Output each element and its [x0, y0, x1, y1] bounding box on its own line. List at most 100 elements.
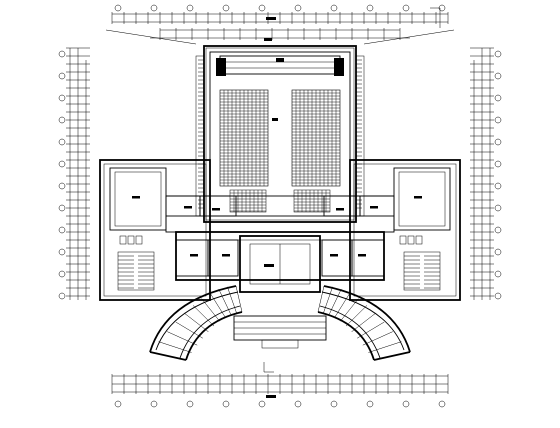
room-label-mark	[414, 196, 422, 199]
axis-bubble	[494, 292, 502, 300]
axis-bubble	[58, 270, 66, 278]
toilet-stall	[119, 235, 127, 245]
toilet-stall	[399, 235, 407, 245]
curved-front-wing	[149, 285, 411, 361]
room-label-mark	[330, 254, 338, 257]
axis-bubble	[114, 400, 122, 408]
axis-bubble	[438, 400, 446, 408]
wing-division	[158, 341, 192, 353]
axis-bubble	[222, 4, 230, 12]
room-label-mark	[184, 206, 192, 209]
axis-bubble	[494, 270, 502, 278]
axis-bubble	[258, 4, 266, 12]
side-dimension-ticks	[66, 47, 494, 297]
toilet-stall	[415, 235, 423, 245]
hall-label-mark	[264, 38, 272, 41]
axis-bubble	[58, 72, 66, 80]
axis-bubble	[186, 400, 194, 408]
bottom-dimension-ticks	[111, 374, 449, 394]
room	[359, 195, 395, 217]
seat-rows-right	[292, 90, 340, 186]
wing-division	[201, 298, 220, 322]
room-label-mark	[190, 254, 198, 257]
room	[321, 239, 353, 277]
wing-division	[340, 298, 359, 322]
wing-division	[149, 351, 187, 361]
axis-bubble	[330, 400, 338, 408]
axis-bubble	[494, 248, 502, 256]
axis-bubble	[58, 204, 66, 212]
axis-bubble	[494, 204, 502, 212]
top-dimension-label-mark	[266, 17, 276, 20]
left-wing-walls	[99, 159, 211, 301]
axis-bubble	[294, 4, 302, 12]
axis-bubble	[58, 292, 66, 300]
stair-box	[403, 251, 441, 291]
room	[175, 239, 209, 277]
wing-division	[357, 321, 385, 339]
axis-bubble	[330, 4, 338, 12]
wing-division	[323, 286, 333, 313]
seat-rows-front-right	[294, 190, 330, 212]
stair-box	[117, 251, 155, 291]
room-label-mark	[336, 208, 344, 211]
axis-bubble	[58, 50, 66, 58]
wing-division	[351, 313, 376, 332]
stage-area	[216, 55, 344, 76]
wing-division	[235, 285, 243, 313]
axis-bubble	[58, 116, 66, 124]
wing-division	[345, 305, 368, 327]
axis-bubble	[222, 400, 230, 408]
wing-division	[192, 305, 215, 327]
wing-division	[317, 285, 325, 313]
axis-bubble	[494, 182, 502, 190]
axis-bubble	[150, 4, 158, 12]
axis-bubble	[494, 94, 502, 102]
room-label-mark	[222, 254, 230, 257]
curved-wing-divisions	[149, 285, 411, 361]
toilet-stall	[135, 235, 143, 245]
room-label-mark	[370, 206, 378, 209]
axis-bubble	[494, 226, 502, 234]
wing-corner-stairs	[117, 251, 441, 291]
wing-division	[328, 289, 342, 315]
wing-division	[368, 341, 402, 353]
axis-bubble	[58, 94, 66, 102]
lobby-rooms	[165, 195, 395, 277]
room	[165, 195, 201, 217]
grid-axis-bubbles	[58, 4, 502, 408]
seating-front-left	[229, 189, 267, 213]
axis-bubble	[186, 4, 194, 12]
axis-bubble	[494, 116, 502, 124]
wing-division	[227, 286, 237, 313]
seating-front-right	[293, 189, 331, 213]
axis-bubble	[58, 182, 66, 190]
axis-bubble	[58, 138, 66, 146]
axis-bubble	[114, 4, 122, 12]
room-label-mark	[212, 208, 220, 211]
seat-rows-left	[220, 90, 268, 186]
axis-bubble	[402, 4, 410, 12]
room	[351, 239, 385, 277]
axis-bubble	[58, 160, 66, 168]
toilet-stall	[407, 235, 415, 245]
axis-bubble	[294, 400, 302, 408]
axis-bubble	[402, 400, 410, 408]
site-edge-lines	[105, 29, 455, 45]
axis-bubble	[258, 400, 266, 408]
axis-bubble	[494, 50, 502, 58]
room	[199, 195, 237, 217]
axis-bubble	[58, 248, 66, 256]
right-dimension-lines	[473, 48, 491, 300]
axis-bubble	[366, 4, 374, 12]
wing-division	[362, 331, 393, 346]
wing-division	[175, 321, 203, 339]
wing-division	[218, 289, 232, 315]
axis-bubble	[494, 72, 502, 80]
left-dimension-lines	[69, 48, 87, 300]
bottom-dimension-label-mark	[266, 395, 276, 398]
right-wing-walls	[349, 159, 461, 301]
toilet-stall	[127, 235, 135, 245]
wing-division	[167, 331, 198, 346]
